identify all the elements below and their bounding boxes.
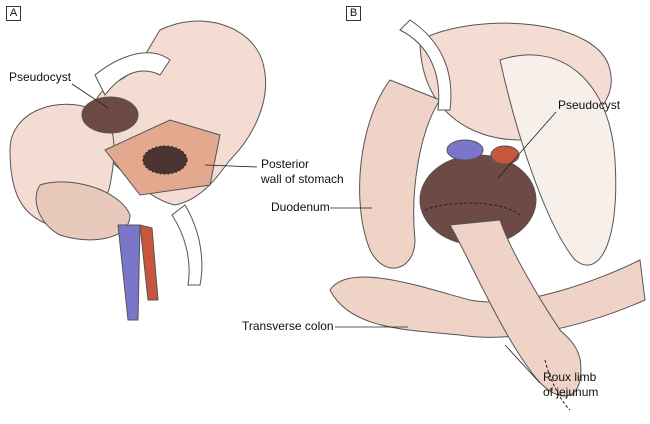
label-pseudocyst-a: Pseudocyst [9,70,72,84]
panel-a-drawing [9,20,267,321]
duodenum-b [359,79,441,269]
transverse-colon-b [329,259,646,338]
retractor-b [399,19,452,111]
panel-label-b: B [346,6,361,21]
label-roux-limb-2: of jejunum [543,385,599,399]
vessel-b2 [490,145,520,165]
label-roux-limb-1: Roux limb [543,370,597,384]
vein-a [117,224,141,321]
duodenum-a [35,181,131,241]
label-posterior-wall-2: wall of stomach [261,172,344,186]
jejunum-anastomosis [544,359,571,411]
label-pseudocyst-b: Pseudocyst [558,98,621,112]
vessel-b [446,139,484,161]
artery-a [139,224,159,301]
pseudocyst-a [81,96,139,134]
retractor-a1 [94,52,171,96]
panel-label-a: A [6,6,21,21]
anastomosis-a [142,145,188,175]
label-posterior-wall-1: Posterior [261,157,310,171]
roux-limb-b [449,219,582,397]
anastomosis-b [424,202,521,216]
label-duodenum: Duodenum [271,200,330,214]
label-transverse-colon: Transverse colon [242,319,334,333]
panel-b-drawing [329,19,646,411]
retractor-a2 [171,204,203,286]
leader-lines [71,83,557,384]
omentum-b [499,54,617,266]
